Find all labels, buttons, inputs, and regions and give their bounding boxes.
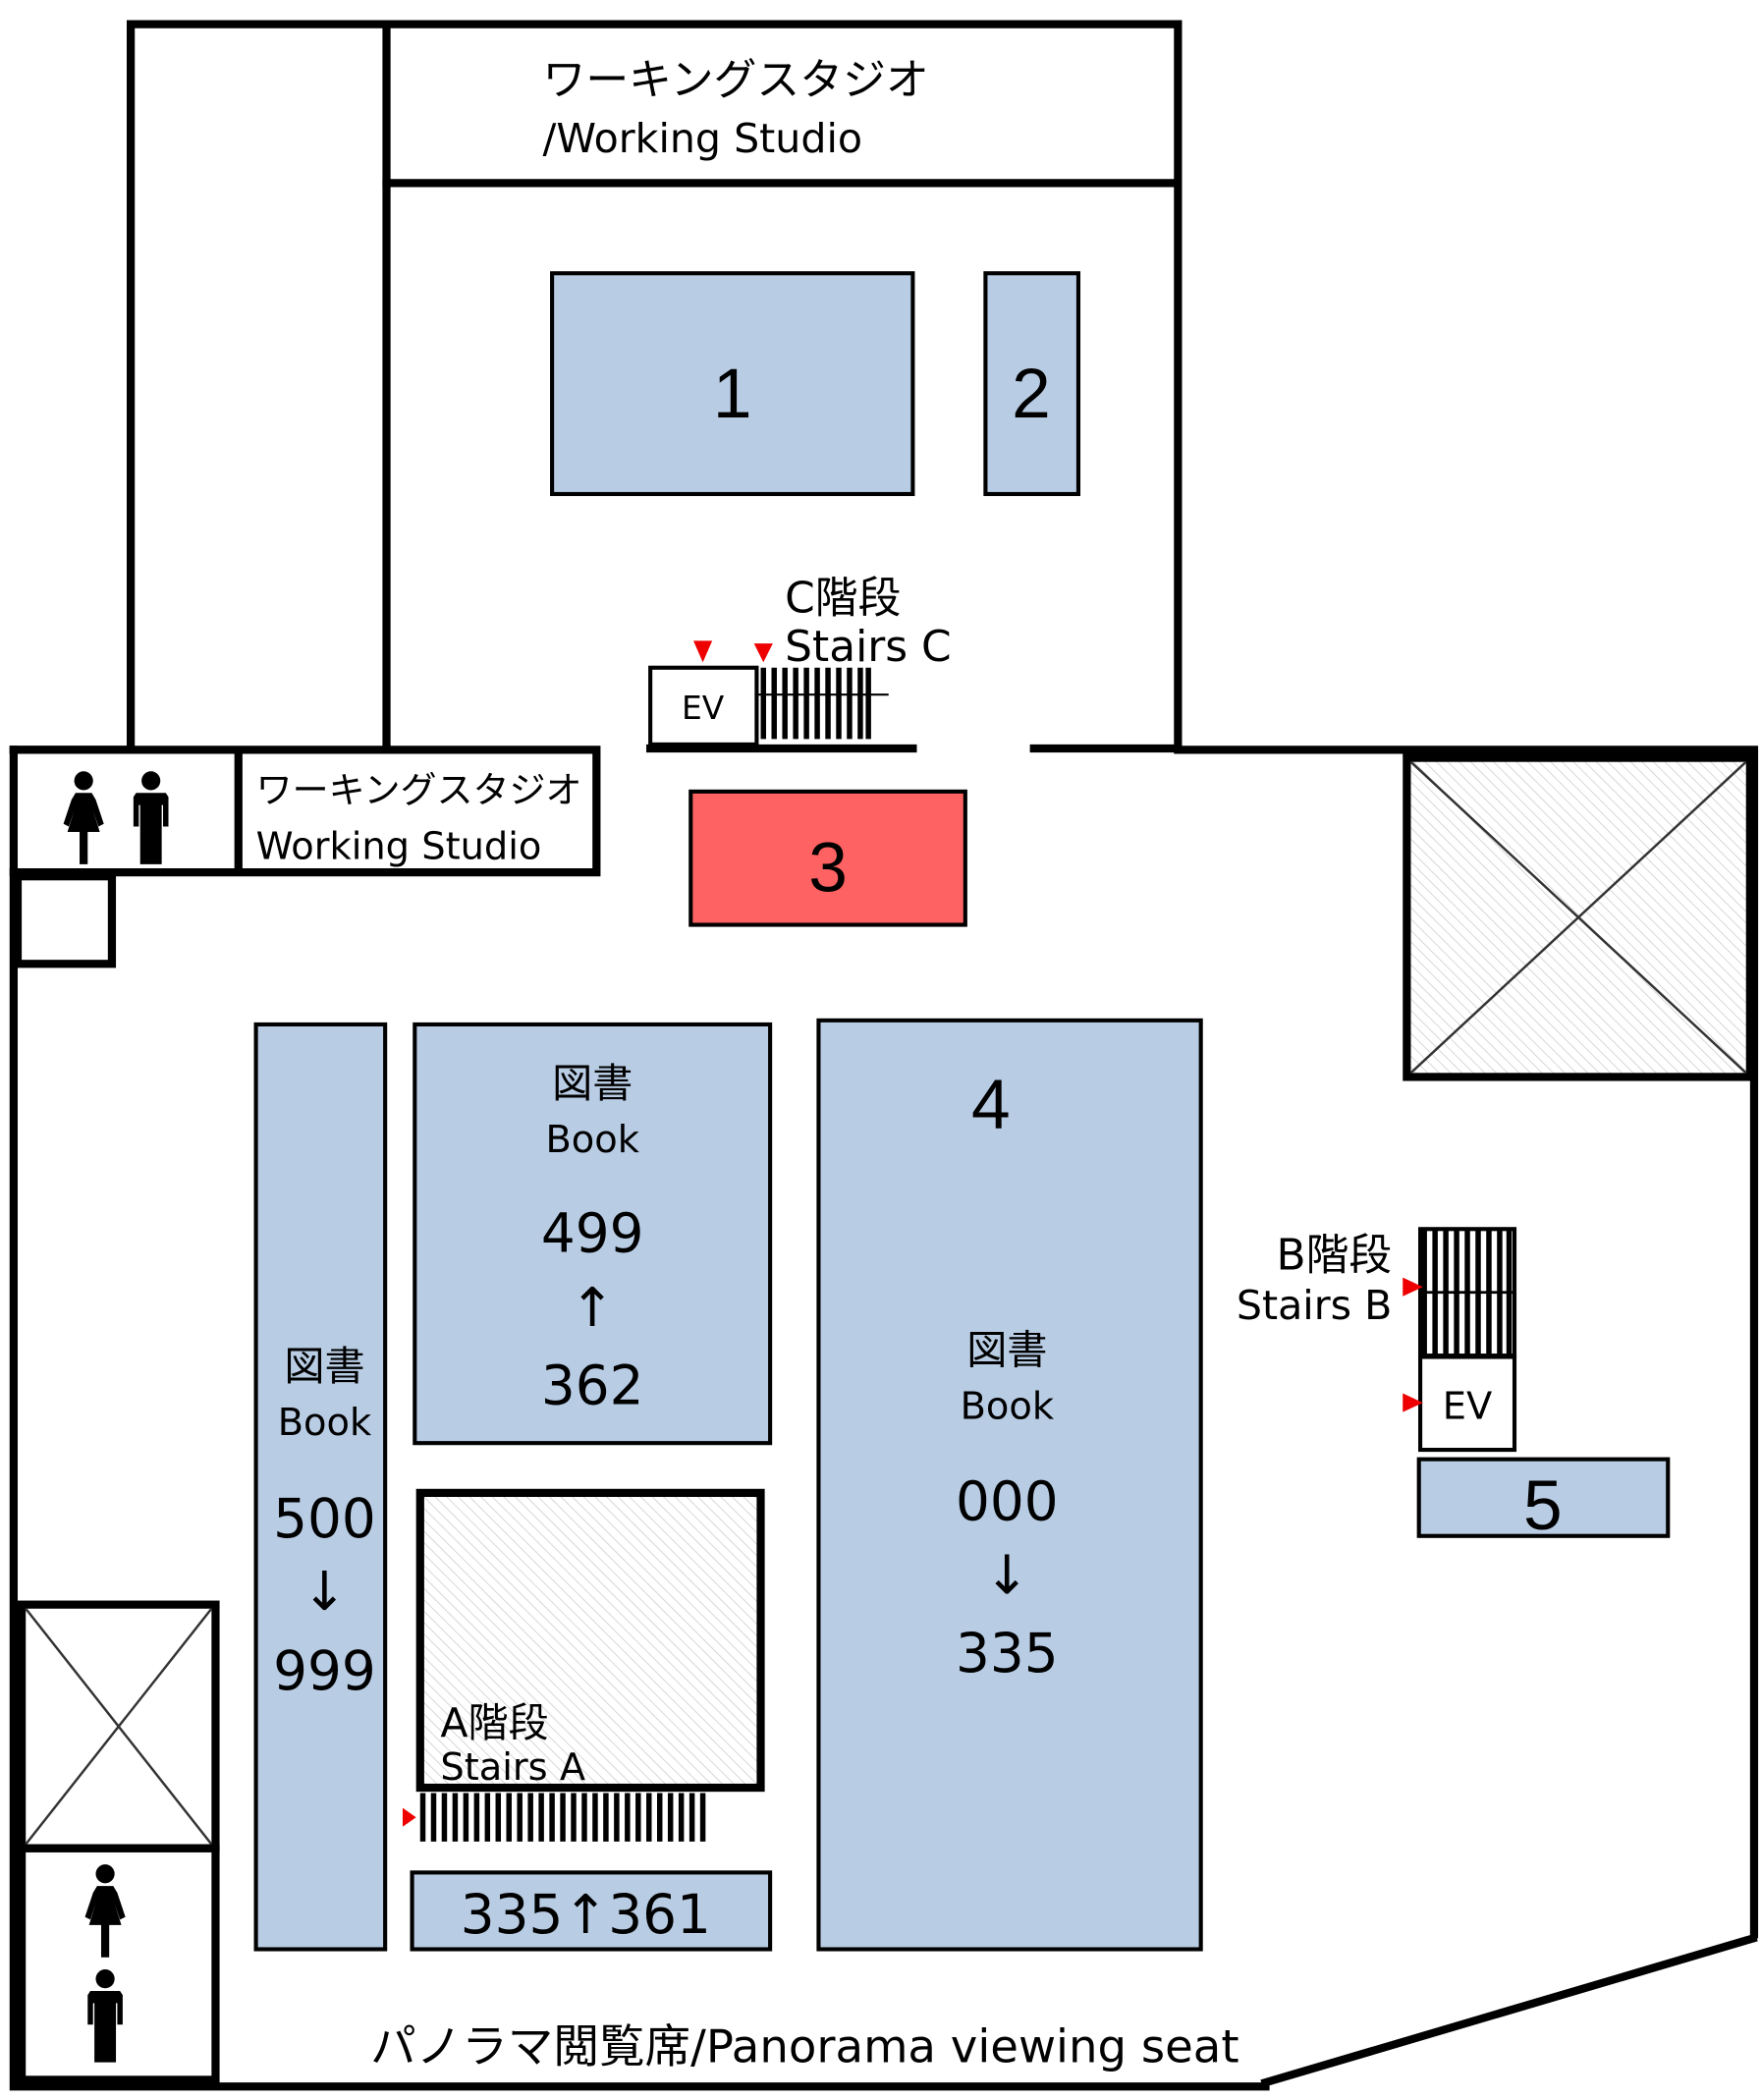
area-5-label: 5: [1523, 1466, 1563, 1545]
shelf-left[interactable]: 図書 Book 500 ↓ 999: [253, 1022, 388, 1952]
stairs-b-steps: [1420, 1230, 1515, 1354]
working-studio-top[interactable]: ワーキングスタジオ /Working Studio: [543, 55, 929, 162]
working-studio-left-jp: ワーキングスタジオ: [256, 769, 582, 811]
stairs-c-steps: [757, 667, 889, 740]
stairs-c-entrance-marker: [753, 643, 773, 663]
elevator-c[interactable]: EV: [648, 640, 759, 746]
restroom-men-icon: [87, 1969, 123, 2063]
working-studio-left-en: Working Studio: [256, 824, 542, 868]
shelf-area4-arrow: ↓: [984, 1544, 1029, 1607]
shelf-left-arrow: ↓: [303, 1560, 348, 1623]
shelf-area4-to: 335: [956, 1622, 1059, 1685]
elevator-c-label: EV: [682, 689, 725, 727]
shelf-center-to: 362: [541, 1354, 644, 1416]
stairs-b[interactable]: B階段 Stairs B: [1237, 1227, 1517, 1358]
area-1-label: 1: [713, 355, 752, 433]
stairs-b-jp: B階段: [1277, 1230, 1393, 1280]
area-5[interactable]: 5: [1416, 1457, 1671, 1545]
working-studio-top-jp: ワーキングスタジオ: [543, 55, 929, 105]
stairs-a-steps: [419, 1793, 706, 1842]
shelf-center[interactable]: 図書 Book 499 ↑ 362: [413, 1022, 773, 1446]
shelf-center-from: 499: [541, 1202, 644, 1265]
shelf-left-en: Book: [278, 1401, 372, 1445]
shelf-small[interactable]: 335↑361: [410, 1870, 773, 1952]
shelf-area4-en: Book: [961, 1385, 1055, 1429]
shelf-area4-jp: 図書: [966, 1326, 1047, 1373]
void-top-right: [1403, 753, 1754, 1081]
restroom-top[interactable]: [63, 771, 169, 864]
shelf-small-label: 335↑361: [461, 1883, 711, 1946]
elevator-b[interactable]: EV: [1403, 1354, 1517, 1453]
restroom-bottom[interactable]: [18, 1844, 220, 2084]
area-2[interactable]: 2: [983, 271, 1081, 497]
restroom-men-icon: [133, 771, 169, 864]
restroom-women-icon: [63, 771, 104, 864]
shelf-left-jp: 図書: [284, 1343, 364, 1390]
restroom-women-icon: [84, 1864, 126, 1958]
stairs-a[interactable]: A階段 Stairs A: [402, 1488, 765, 1842]
shelf-center-en: Book: [545, 1118, 639, 1162]
working-studio-left[interactable]: ワーキングスタジオ Working Studio: [9, 746, 601, 877]
area-3[interactable]: 3: [688, 789, 967, 927]
elevator-b-label: EV: [1443, 1385, 1492, 1429]
elevator-c-entrance-marker: [692, 640, 713, 663]
elevator-b-entrance-marker: [1403, 1393, 1423, 1412]
area-4-label: 4: [971, 1065, 1011, 1143]
shelf-left-from: 500: [273, 1487, 376, 1550]
area-4[interactable]: 4 図書 Book 000 ↓ 335: [816, 1018, 1203, 1952]
shelf-area4-from: 000: [956, 1469, 1059, 1532]
stairs-c-en: Stairs C: [785, 622, 952, 672]
area-1[interactable]: 1: [550, 271, 915, 497]
shelf-center-arrow: ↑: [570, 1276, 615, 1339]
shelf-left-to: 999: [273, 1639, 376, 1702]
stairs-b-en: Stairs B: [1237, 1282, 1392, 1329]
panorama-seat-label: パノラマ閲覧席/Panorama viewing seat: [370, 2020, 1239, 2073]
shelf-center-jp: 図書: [552, 1060, 633, 1107]
void-bottom-left: [18, 1600, 220, 1852]
stairs-a-en: Stairs A: [440, 1745, 585, 1790]
working-studio-top-en: /Working Studio: [543, 115, 863, 162]
stairs-c[interactable]: C階段 Stairs C: [753, 574, 952, 740]
stairs-c-jp: C階段: [785, 574, 901, 624]
area-3-label: 3: [808, 828, 848, 907]
stairs-a-jp: A階段: [440, 1699, 548, 1746]
area-2-label: 2: [1012, 355, 1051, 433]
stairs-b-entrance-marker: [1403, 1277, 1423, 1297]
small-room: [13, 872, 117, 968]
stairs-a-entrance-marker: [402, 1807, 416, 1827]
